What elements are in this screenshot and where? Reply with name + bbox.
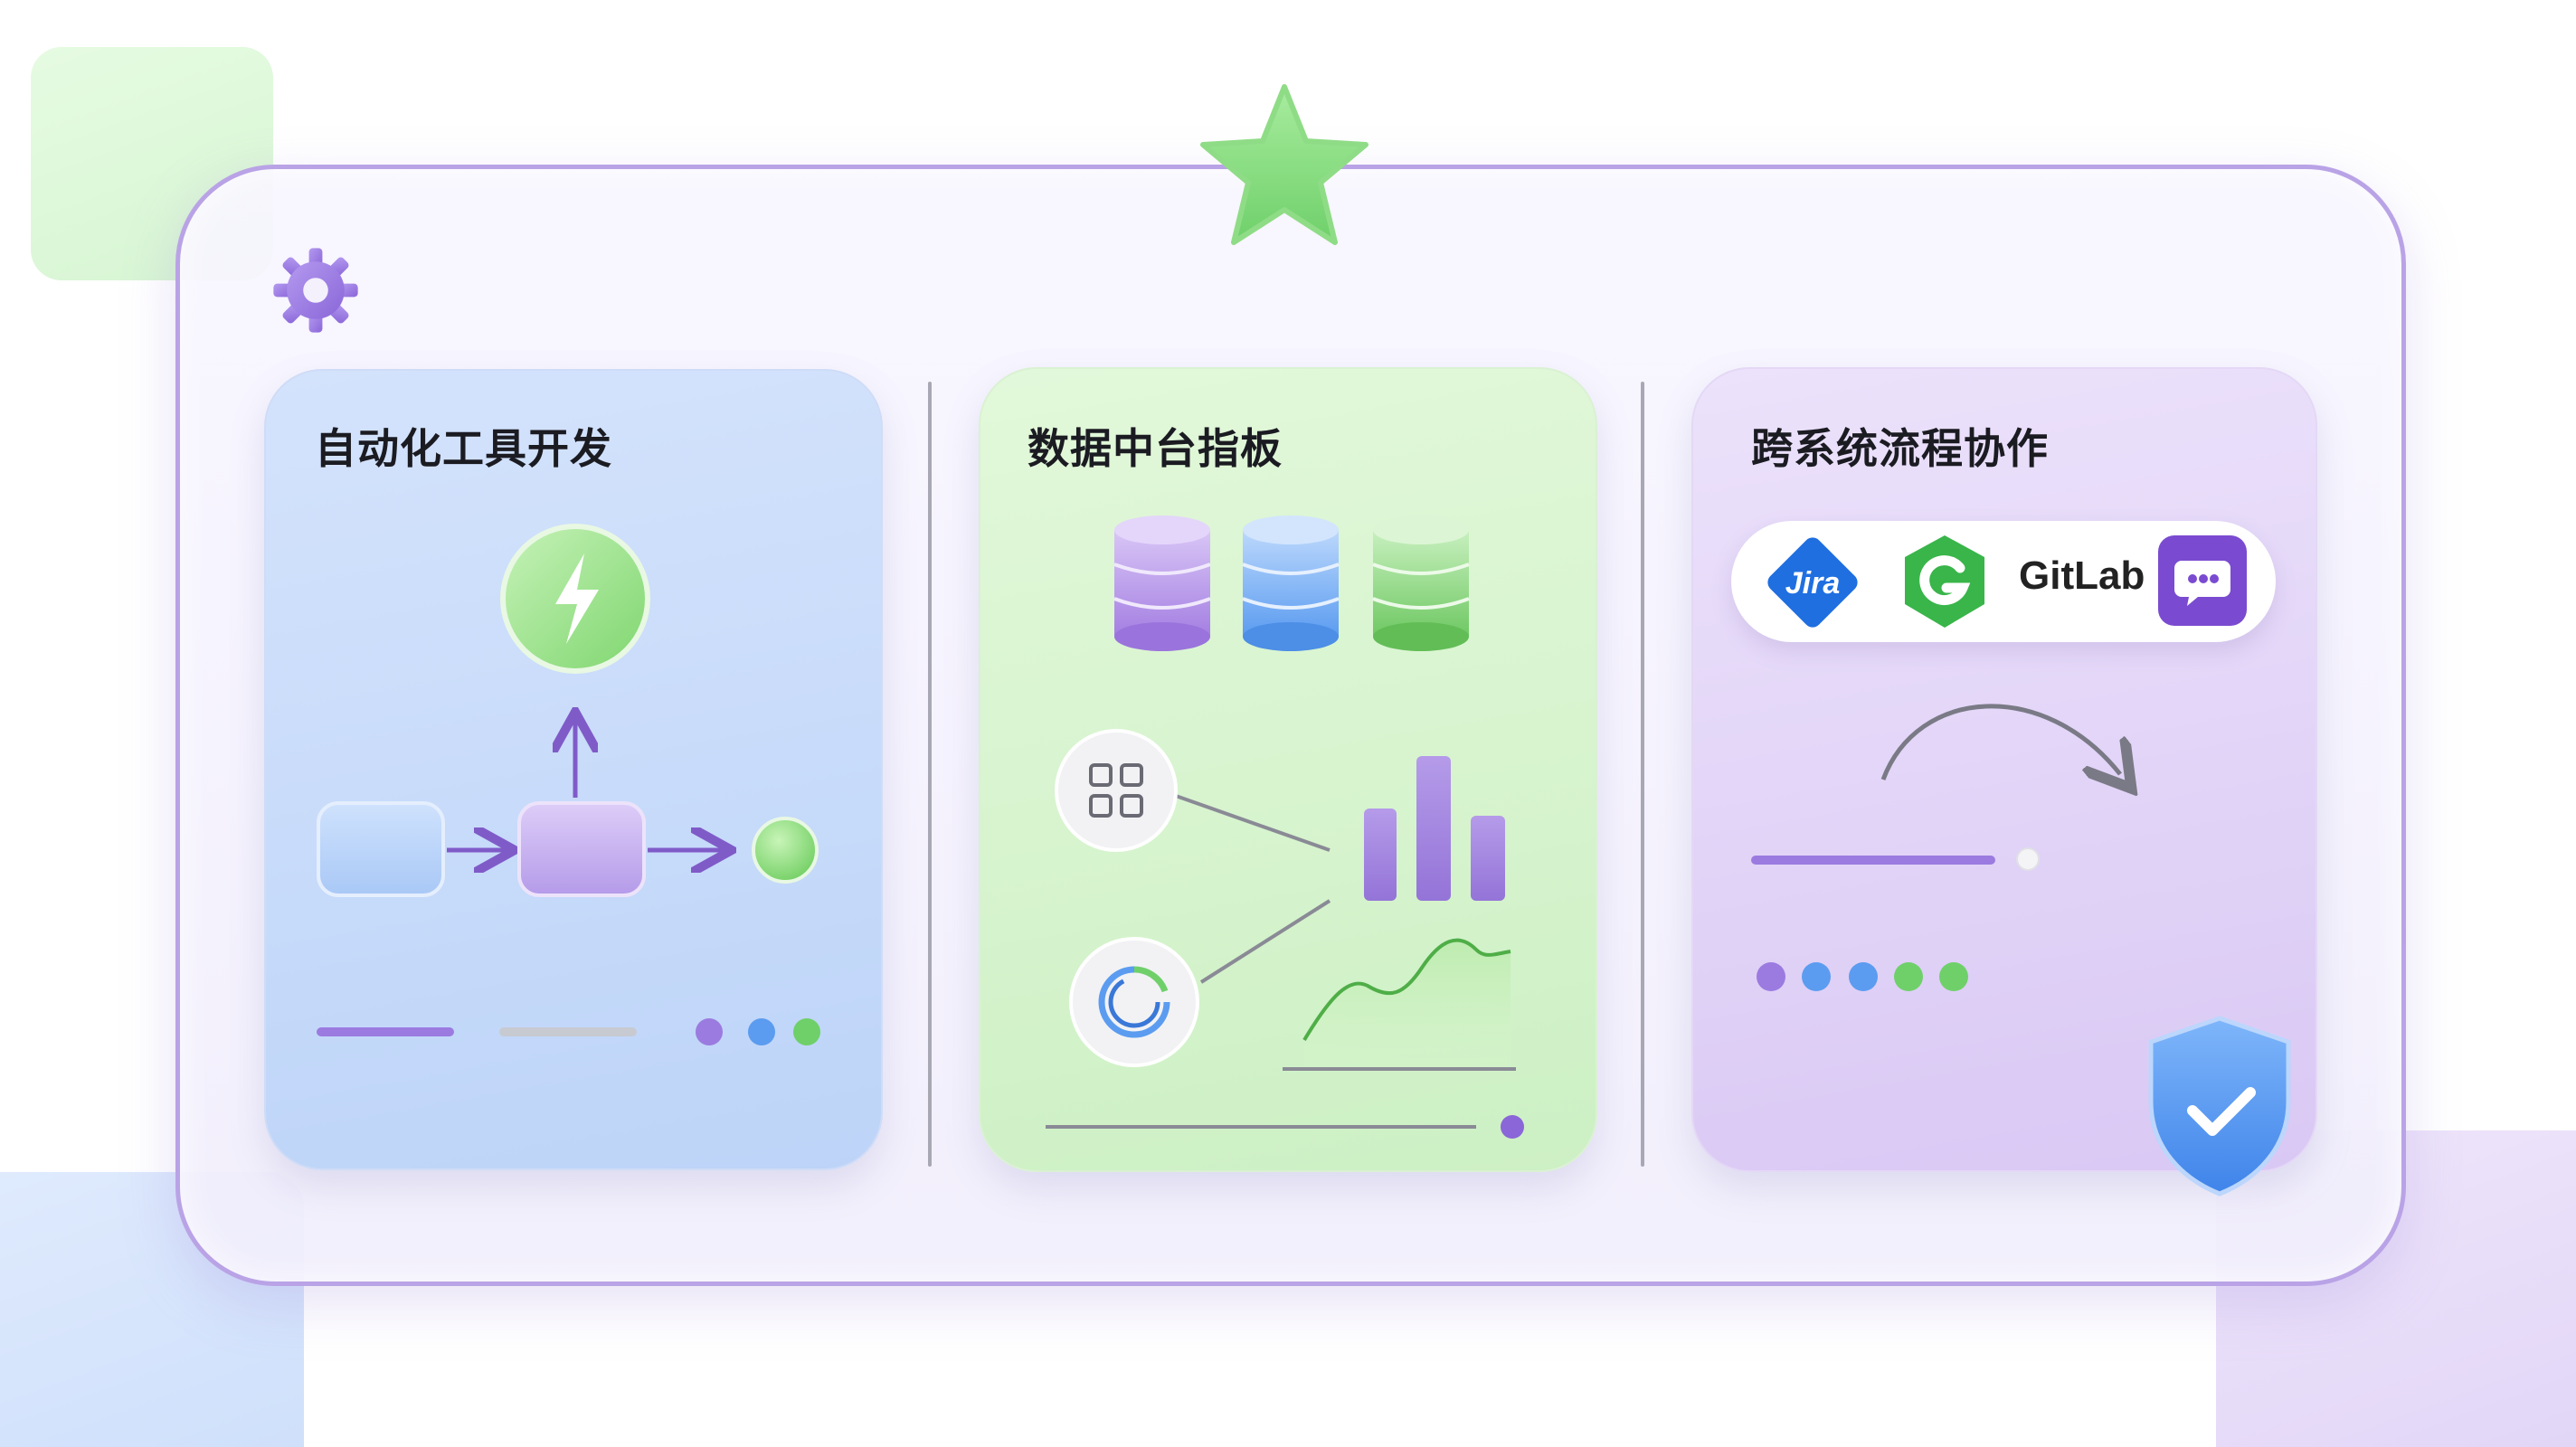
flow-box-start — [317, 801, 445, 897]
jira-logo-icon[interactable]: Jira — [1758, 528, 1867, 637]
card-title: 自动化工具开发 — [315, 424, 612, 473]
workflow-illustration — [1751, 704, 2314, 991]
curved-arrow-icon — [1880, 704, 2120, 780]
chat-icon[interactable] — [2156, 534, 2249, 628]
data-dashboard-illustration — [1046, 515, 1524, 1139]
shield-check-icon — [2148, 1016, 2291, 1196]
divider — [1641, 382, 1644, 1167]
divider — [928, 382, 932, 1167]
donut-chart-icon — [1069, 937, 1199, 1067]
star-icon — [1200, 84, 1368, 245]
gitlab-label[interactable]: GitLab — [2019, 553, 2145, 598]
database-icon — [1242, 515, 1340, 651]
grid-icon — [1055, 729, 1178, 852]
database-icon — [1372, 515, 1470, 651]
flow-box-process — [517, 801, 646, 897]
flow-end-node — [752, 817, 819, 884]
lightning-icon — [500, 524, 650, 674]
gear-icon — [273, 248, 358, 333]
database-icon — [1113, 515, 1211, 651]
automation-flow-diagram — [317, 524, 820, 1045]
card-title: 数据中台指板 — [1028, 424, 1283, 473]
svg-text:Jira: Jira — [1785, 566, 1841, 601]
bar-chart-icon — [1364, 756, 1505, 901]
g-logo-icon[interactable] — [1899, 532, 1990, 631]
card-title: 跨系统流程协作 — [1751, 424, 2049, 473]
line-chart-icon — [1283, 938, 1516, 1071]
